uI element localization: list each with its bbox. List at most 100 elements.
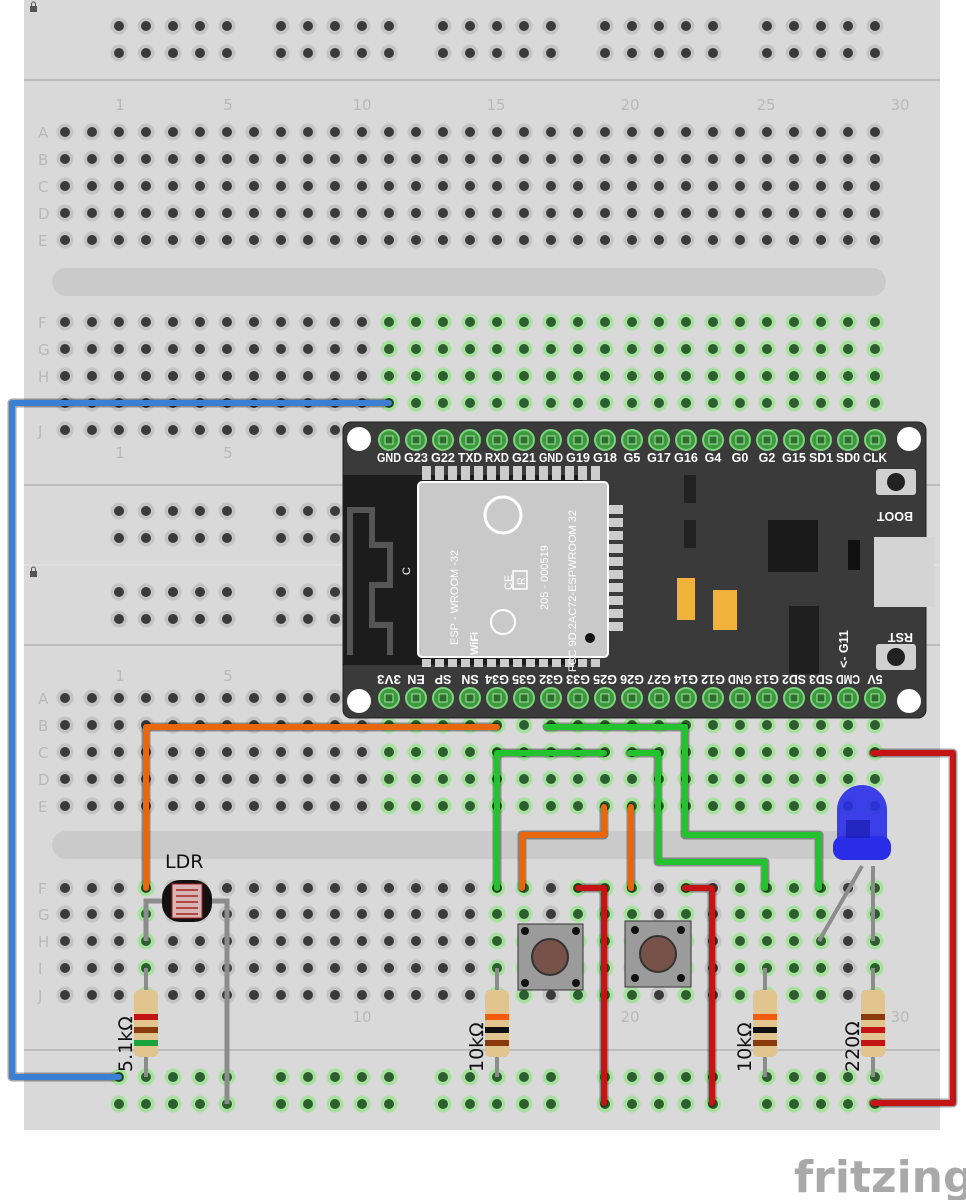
breadboard-hole[interactable] bbox=[407, 177, 425, 195]
breadboard-hole[interactable] bbox=[596, 231, 614, 249]
push-button-1[interactable] bbox=[517, 923, 584, 991]
breadboard-hole[interactable] bbox=[758, 123, 776, 141]
breadboard-hole[interactable] bbox=[353, 1068, 371, 1086]
breadboard-hole[interactable] bbox=[272, 421, 290, 439]
breadboard-hole[interactable] bbox=[866, 150, 884, 168]
esp32-pin-g27[interactable] bbox=[648, 687, 670, 709]
breadboard-hole[interactable] bbox=[137, 1095, 155, 1113]
breadboard-hole[interactable] bbox=[758, 367, 776, 385]
breadboard-hole[interactable] bbox=[380, 367, 398, 385]
breadboard-hole[interactable] bbox=[326, 313, 344, 331]
breadboard-hole[interactable] bbox=[326, 743, 344, 761]
breadboard-hole[interactable] bbox=[56, 770, 74, 788]
breadboard-hole[interactable] bbox=[218, 583, 236, 601]
breadboard-hole[interactable] bbox=[299, 231, 317, 249]
breadboard-hole[interactable] bbox=[542, 394, 560, 412]
breadboard-hole[interactable] bbox=[191, 421, 209, 439]
breadboard-hole[interactable] bbox=[353, 313, 371, 331]
breadboard-hole[interactable] bbox=[785, 716, 803, 734]
breadboard-hole[interactable] bbox=[56, 689, 74, 707]
breadboard-hole[interactable] bbox=[137, 610, 155, 628]
breadboard-hole[interactable] bbox=[731, 959, 749, 977]
breadboard-hole[interactable] bbox=[758, 44, 776, 62]
breadboard-hole[interactable] bbox=[839, 1068, 857, 1086]
breadboard-hole[interactable] bbox=[299, 932, 317, 950]
breadboard-hole[interactable] bbox=[839, 177, 857, 195]
breadboard-hole[interactable] bbox=[164, 959, 182, 977]
breadboard-hole[interactable] bbox=[785, 905, 803, 923]
breadboard-hole[interactable] bbox=[110, 879, 128, 897]
breadboard-hole[interactable] bbox=[83, 123, 101, 141]
breadboard-hole[interactable] bbox=[380, 932, 398, 950]
breadboard-hole[interactable] bbox=[272, 150, 290, 168]
breadboard-hole[interactable] bbox=[191, 689, 209, 707]
breadboard-hole[interactable] bbox=[704, 123, 722, 141]
breadboard-hole[interactable] bbox=[866, 123, 884, 141]
breadboard-hole[interactable] bbox=[407, 367, 425, 385]
breadboard-hole[interactable] bbox=[407, 204, 425, 222]
breadboard-hole[interactable] bbox=[110, 932, 128, 950]
breadboard-hole[interactable] bbox=[515, 905, 533, 923]
breadboard-hole[interactable] bbox=[164, 1068, 182, 1086]
breadboard-hole[interactable] bbox=[299, 177, 317, 195]
breadboard-hole[interactable] bbox=[191, 743, 209, 761]
breadboard-hole[interactable] bbox=[731, 716, 749, 734]
breadboard-hole[interactable] bbox=[164, 610, 182, 628]
breadboard-hole[interactable] bbox=[839, 743, 857, 761]
breadboard-hole[interactable] bbox=[650, 394, 668, 412]
breadboard-hole[interactable] bbox=[569, 394, 587, 412]
breadboard-hole[interactable] bbox=[677, 394, 695, 412]
breadboard-hole[interactable] bbox=[137, 367, 155, 385]
breadboard-hole[interactable] bbox=[596, 394, 614, 412]
breadboard-hole[interactable] bbox=[731, 743, 749, 761]
breadboard-hole[interactable] bbox=[785, 932, 803, 950]
green-wire-btn1[interactable] bbox=[492, 748, 609, 893]
breadboard-hole[interactable] bbox=[353, 204, 371, 222]
esp32-pin-g19[interactable] bbox=[567, 429, 589, 451]
breadboard-hole[interactable] bbox=[542, 905, 560, 923]
breadboard-hole[interactable] bbox=[623, 313, 641, 331]
breadboard-hole[interactable] bbox=[353, 1095, 371, 1113]
breadboard-hole[interactable] bbox=[272, 879, 290, 897]
breadboard-hole[interactable] bbox=[137, 313, 155, 331]
breadboard-hole[interactable] bbox=[110, 797, 128, 815]
breadboard-hole[interactable] bbox=[245, 689, 263, 707]
breadboard-hole[interactable] bbox=[380, 150, 398, 168]
breadboard-hole[interactable] bbox=[299, 367, 317, 385]
breadboard-hole[interactable] bbox=[785, 770, 803, 788]
breadboard-hole[interactable] bbox=[326, 123, 344, 141]
breadboard-hole[interactable] bbox=[110, 177, 128, 195]
breadboard-hole[interactable] bbox=[650, 879, 668, 897]
breadboard-hole[interactable] bbox=[623, 231, 641, 249]
red-wire-btn2[interactable] bbox=[680, 883, 717, 1108]
breadboard-hole[interactable] bbox=[569, 905, 587, 923]
breadboard-hole[interactable] bbox=[272, 367, 290, 385]
breadboard-hole[interactable] bbox=[326, 44, 344, 62]
breadboard-hole[interactable] bbox=[191, 177, 209, 195]
breadboard-hole[interactable] bbox=[326, 1068, 344, 1086]
breadboard-hole[interactable] bbox=[434, 743, 452, 761]
breadboard-hole[interactable] bbox=[245, 770, 263, 788]
breadboard-hole[interactable] bbox=[461, 743, 479, 761]
breadboard-hole[interactable] bbox=[785, 797, 803, 815]
breadboard-hole[interactable] bbox=[353, 340, 371, 358]
breadboard-hole[interactable] bbox=[731, 150, 749, 168]
breadboard-hole[interactable] bbox=[164, 770, 182, 788]
breadboard-hole[interactable] bbox=[785, 177, 803, 195]
breadboard-hole[interactable] bbox=[785, 44, 803, 62]
breadboard-hole[interactable] bbox=[110, 313, 128, 331]
breadboard-hole[interactable] bbox=[83, 150, 101, 168]
breadboard-hole[interactable] bbox=[515, 1095, 533, 1113]
breadboard-hole[interactable] bbox=[839, 367, 857, 385]
breadboard-hole[interactable] bbox=[380, 231, 398, 249]
breadboard-hole[interactable] bbox=[272, 689, 290, 707]
breadboard-hole[interactable] bbox=[596, 340, 614, 358]
breadboard-hole[interactable] bbox=[299, 583, 317, 601]
breadboard-hole[interactable] bbox=[326, 879, 344, 897]
breadboard-hole[interactable] bbox=[272, 231, 290, 249]
breadboard-hole[interactable] bbox=[56, 743, 74, 761]
breadboard-hole[interactable] bbox=[245, 367, 263, 385]
esp32-pin-g18[interactable] bbox=[594, 429, 616, 451]
esp32-pin-g25[interactable] bbox=[594, 687, 616, 709]
esp32-pin-g17[interactable] bbox=[648, 429, 670, 451]
